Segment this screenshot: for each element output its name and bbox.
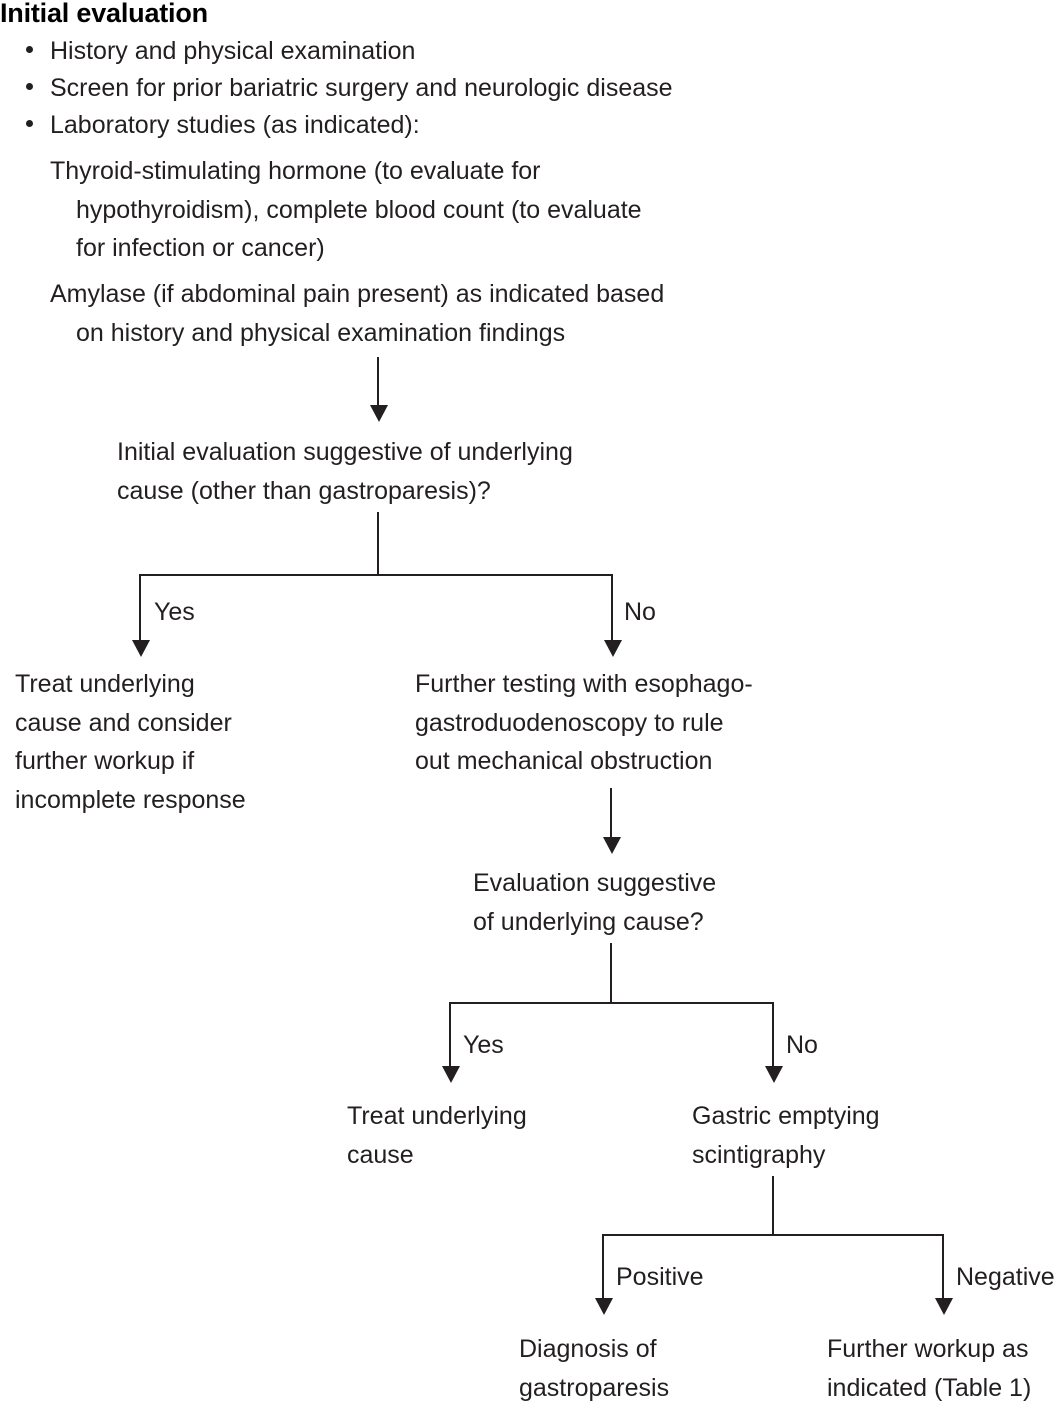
arrowhead-decision1-yes: [132, 640, 150, 657]
treat-underlying-1-line3: further workup if: [15, 747, 195, 775]
node-diagnosis-of-gastroparesis: Diagnosis of gastroparesis: [519, 1330, 799, 1403]
bullet-label: Screen for prior bariatric surgery and n…: [50, 74, 673, 102]
edge-label-decision2-yes: Yes: [463, 1031, 504, 1059]
treat-underlying-1-line2: cause and consider: [15, 708, 232, 737]
further-testing-line3: out mechanical obstruction: [415, 747, 713, 775]
lab-paragraph-tsh-line1: Thyroid-stimulating hormone (to evaluate…: [50, 157, 541, 185]
diagnosis-line2: gastroparesis: [519, 1373, 670, 1402]
list-item: Laboratory studies (as indicated):: [0, 107, 900, 144]
further-testing-line2: gastroduodenoscopy to rule: [415, 708, 724, 737]
decision2-line1: Evaluation suggestive: [473, 869, 717, 897]
bullet-icon: [26, 46, 33, 53]
arrowhead-decision2-yes: [442, 1066, 460, 1083]
connector-scintigraphy-split-bar: [602, 1234, 944, 1236]
arrowhead-decision1-no: [604, 640, 622, 657]
node-gastric-emptying-scintigraphy: Gastric emptying scintigraphy: [692, 1097, 972, 1174]
connector-decision2-split-bar: [449, 1002, 774, 1004]
decision1-line2: cause (other than gastroparesis)?: [117, 476, 491, 505]
arrowhead-scintigraphy-negative: [935, 1298, 953, 1315]
arrowhead-to-decision2: [603, 837, 621, 854]
further-workup-line1: Further workup as: [827, 1335, 1029, 1363]
list-item: History and physical examination: [0, 33, 900, 70]
connector-scintigraphy-negative-branch: [942, 1234, 944, 1306]
initial-evaluation-bullet-list: History and physical examination Screen …: [0, 33, 900, 144]
connector-decision2-stem: [610, 943, 612, 1003]
edge-label-decision1-no: No: [624, 598, 656, 626]
bullet-icon: [26, 83, 33, 90]
arrowhead-scintigraphy-positive: [595, 1298, 613, 1315]
treat-underlying-1-line4: incomplete response: [15, 785, 246, 814]
connector-scintigraphy-stem: [772, 1176, 774, 1235]
gastric-emptying-line1: Gastric emptying: [692, 1102, 880, 1130]
arrowhead-decision2-no: [765, 1066, 783, 1083]
lab-paragraph-amylase: Amylase (if abdominal pain present) as i…: [50, 275, 830, 352]
edge-label-scintigraphy-positive: Positive: [616, 1263, 704, 1291]
bullet-label: History and physical examination: [50, 37, 416, 65]
connector-decision1-yes-branch: [139, 574, 141, 648]
node-further-workup-as-indicated: Further workup as indicated (Table 1): [827, 1330, 1063, 1403]
decision1-line1: Initial evaluation suggestive of underly…: [117, 438, 573, 466]
further-workup-line2: indicated (Table 1): [827, 1373, 1032, 1402]
treat-underlying-2-line1: Treat underlying: [347, 1102, 527, 1130]
lab-paragraph-tsh: Thyroid-stimulating hormone (to evaluate…: [50, 152, 810, 268]
edge-label-decision2-no: No: [786, 1031, 818, 1059]
connector-decision1-no-branch: [611, 574, 613, 648]
node-treat-underlying-cause: Treat underlying cause: [347, 1097, 627, 1174]
list-item: Screen for prior bariatric surgery and n…: [0, 70, 900, 107]
decision-node-evaluation-suggestive: Evaluation suggestive of underlying caus…: [473, 864, 803, 941]
connector-decision1-split-bar: [139, 574, 613, 576]
lab-paragraph-amylase-line2: on history and physical examination find…: [76, 318, 566, 347]
lab-paragraph-tsh-line2: hypothyroidism), complete blood count (t…: [76, 195, 642, 224]
edge-label-decision1-yes: Yes: [154, 598, 195, 626]
connector-decision1-stem: [377, 512, 379, 575]
edge-label-scintigraphy-negative: Negative: [956, 1263, 1055, 1291]
node-treat-underlying-cause-consider-workup: Treat underlying cause and consider furt…: [15, 665, 345, 819]
treat-underlying-2-line2: cause: [347, 1140, 414, 1169]
lab-paragraph-amylase-line1: Amylase (if abdominal pain present) as i…: [50, 280, 665, 308]
decision2-line2: of underlying cause?: [473, 907, 704, 936]
connector-line-to-decision1: [377, 357, 379, 413]
bullet-label: Laboratory studies (as indicated):: [50, 111, 420, 139]
lab-paragraph-tsh-line3: for infection or cancer): [76, 234, 325, 262]
connector-scintigraphy-positive-branch: [602, 1234, 604, 1306]
connector-line-to-decision2: [610, 788, 612, 845]
decision-node-initial-evaluation: Initial evaluation suggestive of underly…: [117, 433, 717, 510]
node-further-testing-egd: Further testing with esophago- gastroduo…: [415, 665, 835, 781]
diagnosis-line1: Diagnosis of: [519, 1335, 657, 1363]
gastric-emptying-line2: scintigraphy: [692, 1140, 826, 1169]
further-testing-line1: Further testing with esophago-: [415, 670, 753, 698]
treat-underlying-1-line1: Treat underlying: [15, 670, 195, 698]
page-title: Initial evaluation: [0, 0, 208, 28]
bullet-icon: [26, 120, 33, 127]
connector-decision2-yes-branch: [449, 1002, 451, 1074]
arrowhead-to-decision1: [370, 405, 388, 422]
connector-decision2-no-branch: [772, 1002, 774, 1074]
